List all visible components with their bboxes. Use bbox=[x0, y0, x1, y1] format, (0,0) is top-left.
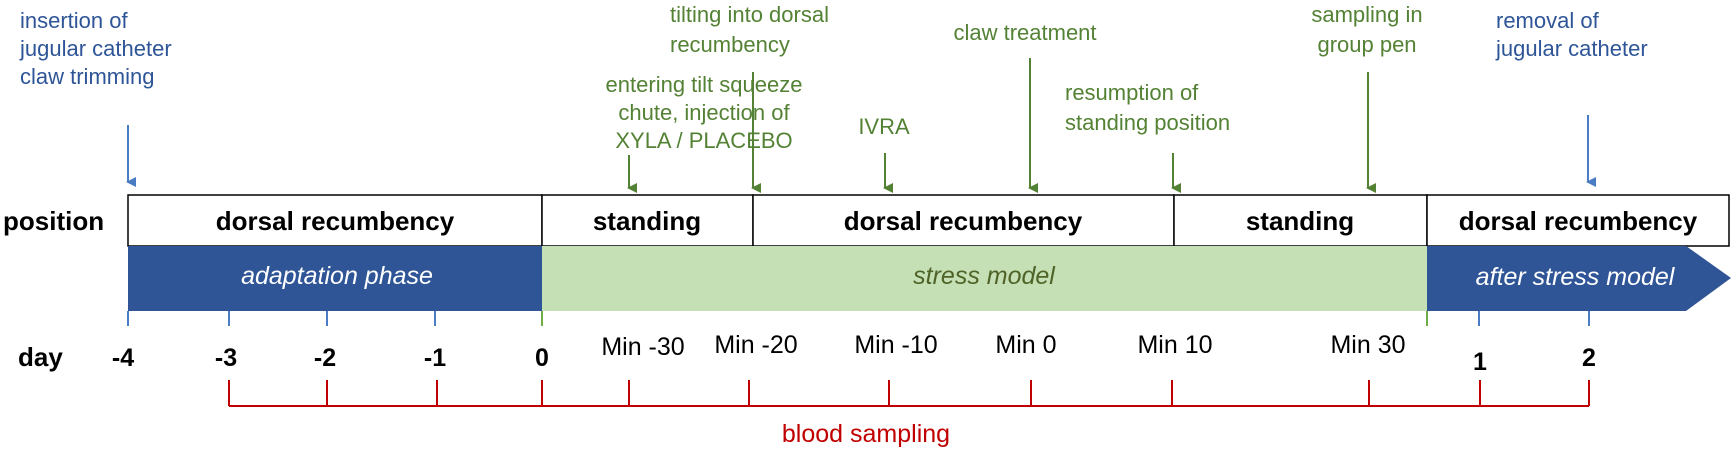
minute-label: Min -20 bbox=[714, 331, 797, 359]
event-label-line: tilting into dorsal bbox=[670, 2, 829, 27]
position-label: standing bbox=[1246, 206, 1354, 236]
event-ivra: IVRA bbox=[858, 114, 910, 193]
event-label-line: group pen bbox=[1317, 32, 1416, 57]
blood-sampling-label: blood sampling bbox=[782, 420, 950, 448]
position-cell bbox=[541, 194, 754, 247]
row-label-day: day bbox=[18, 342, 63, 372]
event-label-line: claw treatment bbox=[953, 20, 1096, 45]
event-label-line: standing position bbox=[1065, 110, 1230, 135]
event-tilting: tilting into dorsal recumbency bbox=[670, 2, 829, 193]
event-entering-chute: entering tilt squeeze chute, injection o… bbox=[606, 72, 803, 193]
event-label-line: chute, injection of bbox=[618, 100, 790, 125]
event-label-line: removal of bbox=[1496, 8, 1600, 33]
minute-label: Min -10 bbox=[854, 331, 937, 359]
minute-label: Min -30 bbox=[601, 333, 684, 361]
phase-label: after stress model bbox=[1476, 263, 1676, 291]
event-removal-catheter: removal of jugular catheter bbox=[1495, 8, 1648, 187]
position-label: standing bbox=[593, 206, 701, 236]
day-label: 0 bbox=[535, 344, 549, 372]
position-cell bbox=[127, 194, 543, 247]
row-label-position: position bbox=[3, 206, 104, 236]
phase-label: stress model bbox=[913, 262, 1056, 290]
event-label-line: entering tilt squeeze bbox=[606, 72, 803, 97]
position-row: dorsal recumbency standing dorsal recumb… bbox=[127, 194, 1730, 247]
event-claw-treatment: claw treatment bbox=[953, 20, 1097, 193]
position-label: dorsal recumbency bbox=[216, 206, 455, 236]
event-label-line: sampling in bbox=[1311, 2, 1422, 27]
minute-labels: Min -30 Min -20 Min -10 Min 0 Min 10 Min… bbox=[601, 331, 1405, 361]
phase-after-stress-arrow bbox=[1427, 246, 1731, 311]
day-ticks bbox=[127, 311, 1590, 326]
minute-label: Min 0 bbox=[995, 331, 1056, 359]
day-label: -1 bbox=[424, 344, 446, 372]
position-label: dorsal recumbency bbox=[844, 206, 1083, 236]
minute-label: Min 10 bbox=[1137, 331, 1212, 359]
phase-band: adaptation phase stress model after stre… bbox=[128, 246, 1731, 311]
position-cell bbox=[752, 194, 1175, 247]
event-label-line: XYLA / PLACEBO bbox=[615, 128, 792, 153]
event-sampling-group-pen: sampling in group pen bbox=[1311, 2, 1423, 193]
phase-label: adaptation phase bbox=[241, 262, 433, 290]
day-label: 2 bbox=[1582, 344, 1596, 372]
event-label-line: jugular catheter bbox=[1495, 36, 1648, 61]
position-cell bbox=[1426, 194, 1730, 247]
day-label: -2 bbox=[314, 344, 336, 372]
event-resumption-standing: resumption of standing position bbox=[1065, 80, 1230, 193]
position-label: dorsal recumbency bbox=[1459, 206, 1698, 236]
blood-sampling-bracket: blood sampling bbox=[228, 380, 1590, 448]
day-label: -4 bbox=[112, 344, 134, 372]
event-label-line: claw trimming bbox=[20, 64, 154, 89]
event-label-line: IVRA bbox=[858, 114, 910, 139]
event-label-line: insertion of bbox=[20, 8, 129, 33]
event-label-line: resumption of bbox=[1065, 80, 1199, 105]
day-label: -3 bbox=[215, 344, 237, 372]
minute-label: Min 30 bbox=[1330, 331, 1405, 359]
phase-adaptation bbox=[128, 246, 542, 311]
day-labels: -4 -3 -2 -1 0 1 2 bbox=[112, 344, 1596, 376]
event-label-line: jugular catheter bbox=[19, 36, 172, 61]
event-label-line: recumbency bbox=[670, 32, 790, 57]
event-insertion-catheter: insertion of jugular catheter claw trimm… bbox=[19, 8, 172, 187]
phase-stress-model bbox=[542, 246, 1427, 311]
day-label: 1 bbox=[1473, 348, 1487, 376]
